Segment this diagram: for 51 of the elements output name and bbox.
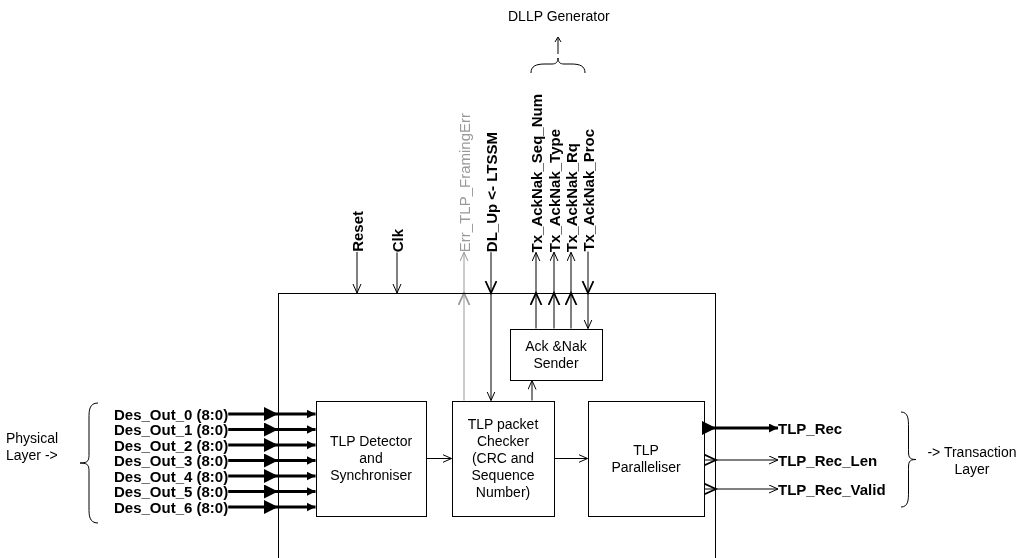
signal-label: Reset [348, 211, 366, 252]
signal-arrow [228, 454, 316, 468]
box-label: Ack &Nak Sender [524, 337, 588, 372]
signal-arrow [530, 251, 543, 329]
signal-arrow [228, 423, 316, 437]
signal-label: Tx_AckNak_Rq [562, 143, 580, 253]
signal-label: Des_Out_6 (8:0) [114, 499, 229, 515]
process-box [315, 400, 427, 517]
signal-arrow [392, 251, 402, 294]
outer-block [278, 293, 716, 558]
signal-arrow [228, 469, 316, 483]
annotation-text: Physical Layer -> [6, 430, 60, 464]
signal-arrow [581, 251, 594, 329]
signal-arrow [565, 251, 578, 329]
signal-label: Des_Out_2 (8:0) [114, 437, 229, 453]
signal-label: TLP_Rec_Len [778, 452, 878, 468]
box-label: TLP Paralleliser [610, 441, 682, 476]
signal-label: Des_Out_1 (8:0) [114, 422, 229, 437]
signal-arrow [352, 251, 362, 294]
signal-label: Tx_AckNak_Type [545, 129, 563, 253]
box-label: TLP packet Checker (CRC and Sequence Number) [466, 416, 540, 501]
box-label: TLP Detector and Synchroniser [328, 433, 414, 484]
signal-arrow [228, 407, 316, 421]
signal-arrow [228, 500, 316, 514]
signal-arrow [426, 454, 452, 463]
signal-arrow [704, 454, 779, 466]
signal-label: Err_TLP_FramingErr [455, 113, 473, 253]
signal-arrow [548, 251, 561, 329]
signal-arrow [228, 438, 316, 452]
signal-label: Des_Out_5 (8:0) [114, 484, 229, 499]
signal-arrow [554, 454, 588, 463]
signal-label: Tx_AckNak_Seq_Num [527, 94, 545, 253]
signal-arrow [228, 485, 316, 499]
signal-label: TLP_Rec_Valid [778, 481, 886, 497]
signal-label: Des_Out_0 (8:0) [114, 406, 229, 422]
signal-arrow [702, 421, 778, 435]
process-box [587, 400, 705, 517]
annotation-text: DLLP Generator [508, 8, 611, 25]
signal-arrow [704, 483, 779, 495]
process-box [509, 328, 603, 381]
process-box [451, 400, 555, 517]
signal-label: TLP_Rec [778, 420, 843, 436]
signal-arrow [527, 380, 537, 401]
signal-label: Des_Out_4 (8:0) [114, 468, 229, 484]
signal-label: Des_Out_3 (8:0) [114, 453, 229, 468]
annotation-text: -> Transaction Layer [926, 444, 1018, 478]
signal-label: Clk [388, 229, 406, 253]
signal-arrow [484, 251, 497, 401]
signal-label: Tx_AckNak_Proc [579, 129, 597, 252]
signal-arrow [458, 251, 471, 401]
signal-label: DL_Up <- LTSSM [482, 132, 500, 253]
